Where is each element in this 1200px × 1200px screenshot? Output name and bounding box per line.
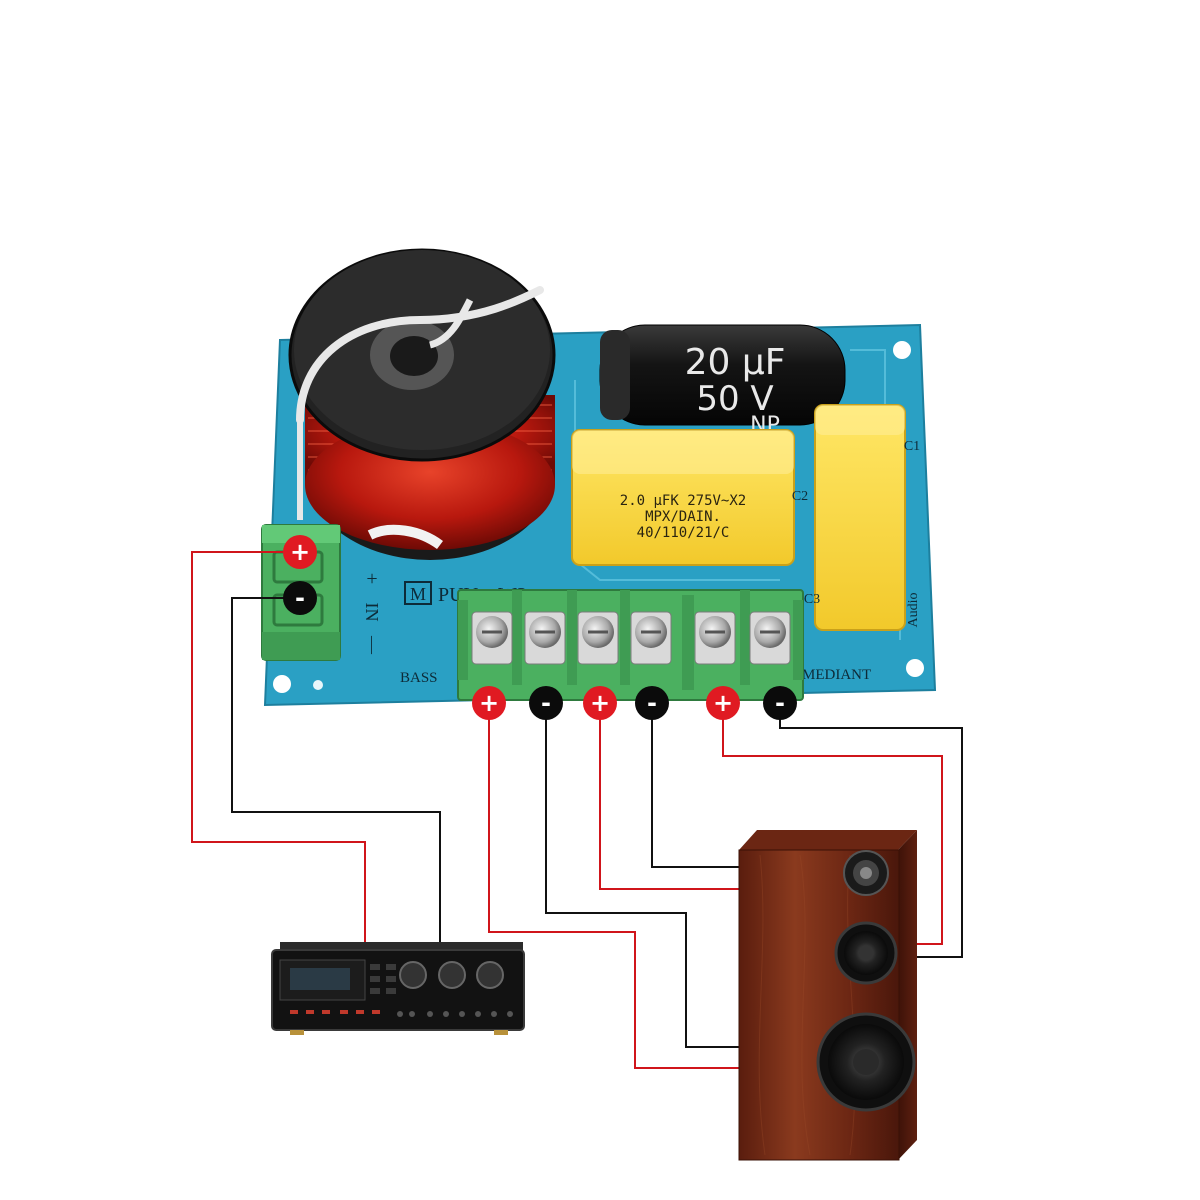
input-negative-wire	[231, 597, 441, 948]
screw-icon	[524, 611, 566, 665]
knob-icon	[476, 961, 504, 989]
svg-text:+: +	[590, 689, 610, 717]
small-film-capacitor	[814, 404, 906, 631]
svg-text:-: -	[541, 689, 551, 717]
film-cap-spec-label: 40/110/21/C	[637, 525, 730, 541]
logo-glyph: M	[410, 584, 426, 604]
screw-icon	[694, 611, 736, 665]
mediant-positive-badge: +	[706, 686, 740, 720]
film-cap-maker-label: MPX/DAIN.	[645, 509, 721, 525]
input-positive-wire	[191, 551, 366, 948]
tweeter-positive-badge: +	[583, 686, 617, 720]
film-capacitor: 2.0 µFK 275V~X2 MPX/DAIN. 40/110/21/C	[571, 429, 795, 566]
tweeter-icon	[843, 850, 889, 896]
output-terminal-block	[457, 589, 804, 701]
input-negative-badge: -	[283, 581, 317, 615]
screw-icon	[471, 611, 513, 665]
electrolytic-capacitor: 20 µF 50 V NP	[599, 324, 846, 438]
screw-icon	[630, 611, 672, 665]
bass-label: BASS	[400, 670, 438, 686]
bass-negative-badge: -	[529, 686, 563, 720]
knob-icon	[438, 961, 466, 989]
svg-text:+: +	[479, 689, 499, 717]
woofer-icon	[816, 1012, 916, 1112]
c1-label: C1	[904, 439, 920, 454]
audio-label: Audio	[906, 593, 921, 628]
svg-text:-: -	[647, 689, 657, 717]
svg-text:+: +	[713, 689, 733, 717]
mounting-hole	[906, 659, 924, 677]
capacitor-value-label: 20 µF	[685, 342, 786, 383]
amplifier-icon	[271, 942, 525, 1035]
c2-label: C2	[792, 489, 808, 504]
screw-icon	[577, 611, 619, 665]
wires	[191, 551, 963, 1069]
mounting-hole	[313, 680, 323, 690]
bass-positive-wire	[488, 718, 864, 1069]
capacitor-voltage-label: 50 V	[696, 379, 773, 419]
mediant-negative-wire	[779, 718, 963, 958]
inductor-coil	[288, 248, 556, 560]
c3-label: C3	[804, 592, 820, 607]
svg-text:+: +	[290, 538, 310, 566]
logo-icon	[404, 581, 432, 605]
midrange-driver-icon	[834, 921, 898, 985]
input-in-label: IN	[362, 603, 382, 622]
speaker-cabinet-icon	[738, 830, 917, 1161]
screw-icon	[749, 611, 791, 665]
mediant-negative-badge: -	[763, 686, 797, 720]
polarity-badges: + - + - + - + -	[283, 535, 797, 720]
terminal-screws	[471, 611, 791, 665]
svg-text:-: -	[295, 584, 305, 612]
film-cap-rating-label: 2.0 µFK 275V~X2	[620, 493, 746, 509]
knob-icon	[399, 961, 427, 989]
mounting-hole	[893, 341, 911, 359]
bass-positive-badge: +	[472, 686, 506, 720]
tweeter-negative-badge: -	[635, 686, 669, 720]
input-positive-badge: +	[283, 535, 317, 569]
svg-text:-: -	[775, 689, 785, 717]
mediant-positive-wire	[722, 718, 943, 945]
input-minus-label: —	[363, 635, 383, 655]
mediant-label: MEDIANT	[802, 667, 871, 683]
mounting-hole	[273, 675, 291, 693]
input-plus-label: +	[366, 568, 377, 590]
